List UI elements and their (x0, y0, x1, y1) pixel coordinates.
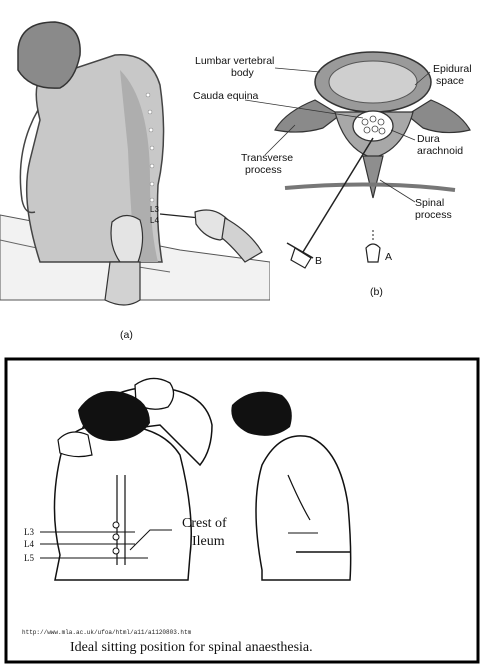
marker-l4 (113, 534, 119, 540)
label-dura-1: Dura (417, 133, 440, 145)
level-text-l5: L5 (24, 553, 34, 563)
crest-label-1: Crest of (182, 516, 227, 531)
label-needle-b: B (315, 255, 322, 267)
doctor-left-hand (111, 215, 143, 262)
panel-b-caption: (b) (370, 286, 383, 298)
label-spinal-process-2: process (415, 209, 452, 221)
bottom-caption: Ideal sitting position for spinal anaest… (70, 640, 313, 655)
label-needle-a: A (385, 251, 392, 263)
transverse-process-left (275, 100, 340, 132)
vertebral-body-core (329, 61, 417, 103)
level-label-l4: L4 (150, 216, 159, 225)
source-url: http://www.mla.ac.uk/ufoa/html/a11/a1120… (22, 629, 192, 636)
spinal-canal (353, 111, 393, 141)
patient-head (18, 22, 80, 88)
transverse-process-right (407, 100, 470, 133)
label-epidural-2: space (436, 75, 464, 87)
panel-a-caption: (a) (120, 329, 133, 341)
panel-bottom-svg: L3 L4 L5 Crest of Ileum http://www.mla.a… (0, 355, 485, 671)
crest-label-2: Ileum (192, 534, 225, 549)
marker-l5 (113, 548, 119, 554)
label-lumbar-vertebral-body-1: Lumbar vertebral (195, 55, 274, 67)
level-text-l3: L3 (24, 527, 34, 537)
label-dura-2: arachnoid (417, 145, 463, 157)
panel-bottom-illustration: L3 L4 L5 Crest of Ileum http://www.mla.a… (0, 355, 485, 671)
needle-a (366, 244, 380, 262)
label-cauda-equina: Cauda equina (193, 90, 259, 102)
level-label-l3: L3 (150, 205, 159, 214)
label-spinal-process-1: Spinal (415, 197, 444, 209)
panel-b-illustration: Lumbar vertebral body Epidural space Cau… (175, 30, 480, 300)
label-epidural-1: Epidural (433, 63, 472, 75)
needle-b (303, 138, 373, 252)
assistant-hand (58, 432, 92, 457)
label-transverse-process-2: process (245, 164, 282, 176)
label-lumbar-vertebral-body-2: body (231, 67, 255, 79)
doctor-left-sleeve (105, 262, 140, 305)
panel-b-svg: Lumbar vertebral body Epidural space Cau… (175, 30, 480, 300)
level-text-l4: L4 (24, 539, 34, 549)
marker-l3 (113, 522, 119, 528)
label-transverse-process-1: Transverse (241, 152, 293, 164)
spinous-process (363, 156, 383, 198)
